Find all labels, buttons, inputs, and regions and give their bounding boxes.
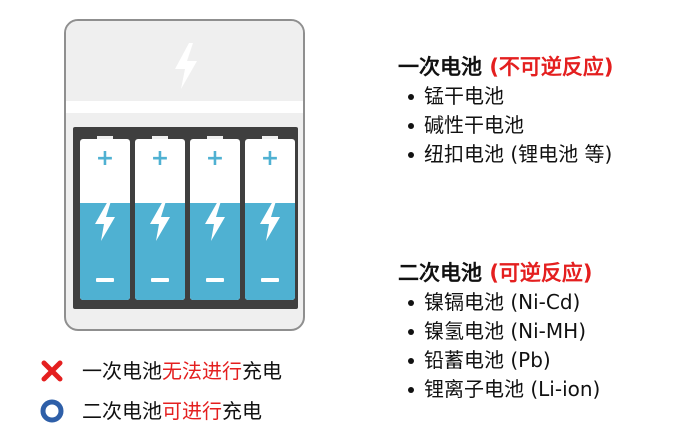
list-item: 碱性干电池 (398, 111, 614, 140)
battery-body: + (135, 139, 185, 300)
list-item: 镍镉电池 (Ni-Cd) (398, 288, 600, 317)
battery: + (190, 134, 240, 300)
minus-icon (96, 278, 114, 282)
battery-body: + (190, 139, 240, 300)
list-item: 铅蓄电池 (Pb) (398, 346, 600, 375)
legend-text: 二次电池可进行充电 (82, 399, 262, 423)
circle-icon (40, 399, 64, 423)
bullet-icon (408, 387, 414, 393)
list-item: 纽扣电池 (锂电池 等) (398, 140, 614, 169)
battery-charger: + + + (64, 19, 305, 331)
lightning-bolt-icon (175, 43, 197, 89)
bullet-icon (408, 358, 414, 364)
primary-battery-section: 一次电池 (不可逆反应) 锰干电池 碱性干电池 纽扣电池 (锂电池 等) (398, 52, 614, 169)
plus-icon: + (205, 146, 225, 171)
minus-icon (206, 278, 224, 282)
secondary-battery-section: 二次电池 (可逆反应) 镍镉电池 (Ni-Cd) 镍氢电池 (Ni-MH) 铅蓄… (398, 258, 600, 404)
bullet-icon (408, 300, 414, 306)
lightning-bolt-icon (260, 201, 280, 241)
minus-icon (151, 278, 169, 282)
legend-text: 一次电池无法进行充电 (82, 359, 282, 383)
list-item: 锰干电池 (398, 82, 614, 111)
battery-type-list: 锰干电池 碱性干电池 纽扣电池 (锂电池 等) (398, 82, 614, 169)
section-title: 二次电池 (可逆反应) (398, 261, 593, 285)
battery: + (80, 134, 130, 300)
list-item: 锂离子电池 (Li-ion) (398, 375, 600, 404)
bullet-icon (408, 94, 414, 100)
battery-bay: + + + (73, 127, 298, 309)
battery: + (135, 134, 185, 300)
minus-icon (261, 278, 279, 282)
battery-cap (95, 134, 115, 140)
list-item: 镍氢电池 (Ni-MH) (398, 317, 600, 346)
charger-divider (66, 101, 303, 113)
lightning-bolt-icon (95, 201, 115, 241)
plus-icon: + (260, 146, 280, 171)
lightning-bolt-icon (205, 201, 225, 241)
section-title: 一次电池 (不可逆反应) (398, 55, 614, 79)
battery-cap (150, 134, 170, 140)
lightning-bolt-icon (150, 201, 170, 241)
battery-type-list: 镍镉电池 (Ni-Cd) 镍氢电池 (Ni-MH) 铅蓄电池 (Pb) 锂离子电… (398, 288, 600, 404)
plus-icon: + (95, 146, 115, 171)
plus-icon: + (150, 146, 170, 171)
battery-cap (260, 134, 280, 140)
battery: + (245, 134, 295, 300)
battery-body: + (245, 139, 295, 300)
bullet-icon (408, 123, 414, 129)
bullet-icon (408, 329, 414, 335)
battery-body: + (80, 139, 130, 300)
bullet-icon (408, 152, 414, 158)
battery-cap (205, 134, 225, 140)
cross-icon (41, 360, 63, 382)
